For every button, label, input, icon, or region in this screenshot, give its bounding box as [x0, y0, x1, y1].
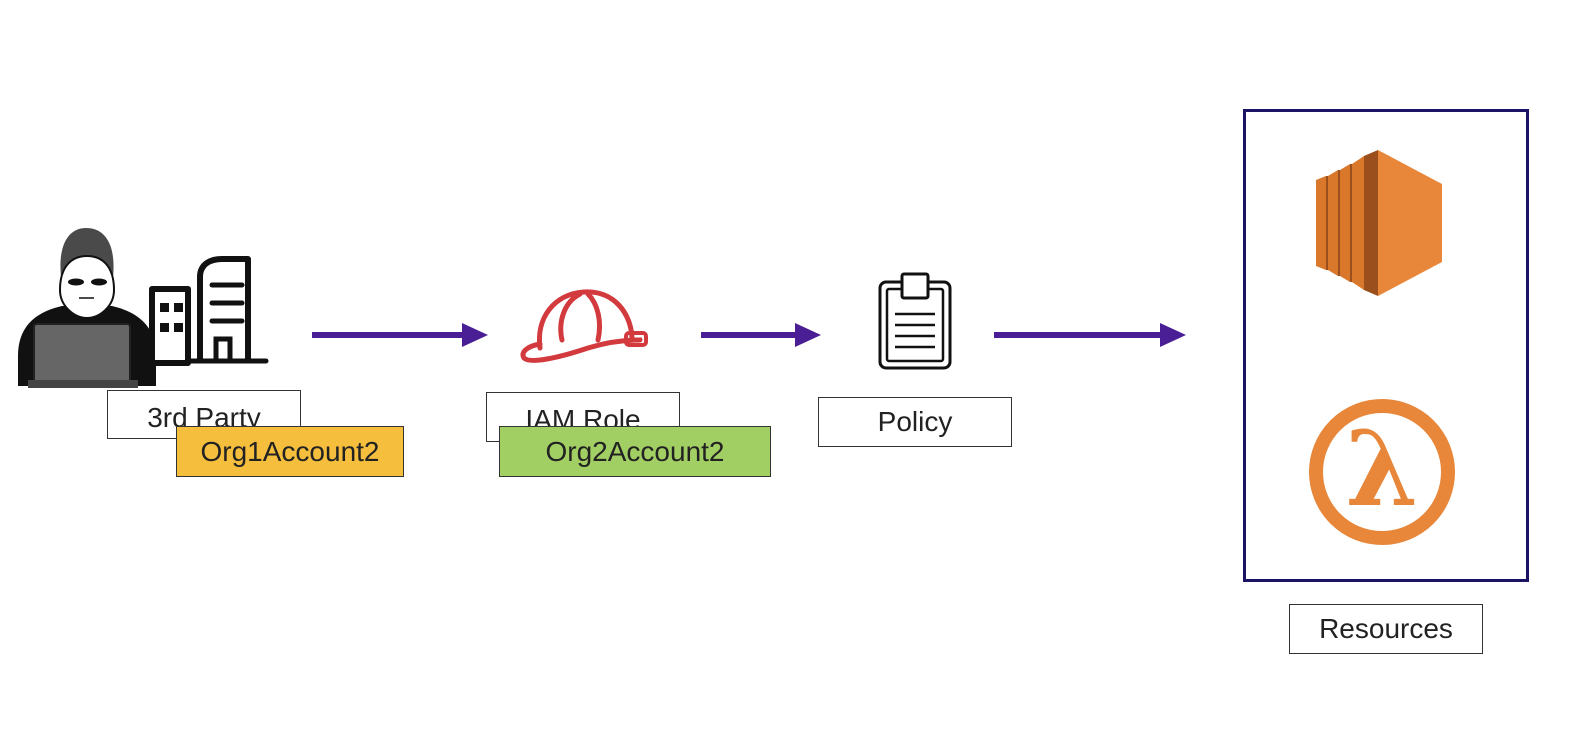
- resources-container: [1243, 109, 1529, 582]
- building-icon: [149, 256, 269, 366]
- lambda-icon: λ: [1309, 399, 1455, 545]
- hacker-icon: [18, 228, 156, 388]
- arrow-policy-to-resources: [994, 323, 1186, 347]
- org1-account-tag-text: Org1Account2: [200, 435, 380, 467]
- resources-label: Resources: [1289, 604, 1483, 654]
- org2-account-tag-text: Org2Account2: [545, 435, 725, 467]
- ec2-icon: [1316, 150, 1442, 296]
- org2-account-tag: Org2Account2: [499, 426, 771, 477]
- org1-account-tag: Org1Account2: [176, 426, 404, 477]
- policy-label-text: Policy: [877, 406, 953, 437]
- hard-hat-icon: [520, 289, 648, 363]
- arrow-role-to-policy: [701, 323, 821, 347]
- policy-label: Policy: [818, 397, 1012, 447]
- clipboard-icon: [878, 272, 952, 370]
- resources-label-text: Resources: [1319, 613, 1453, 644]
- svg-text:λ: λ: [1346, 407, 1419, 530]
- arrow-third-party-to-role: [312, 323, 488, 347]
